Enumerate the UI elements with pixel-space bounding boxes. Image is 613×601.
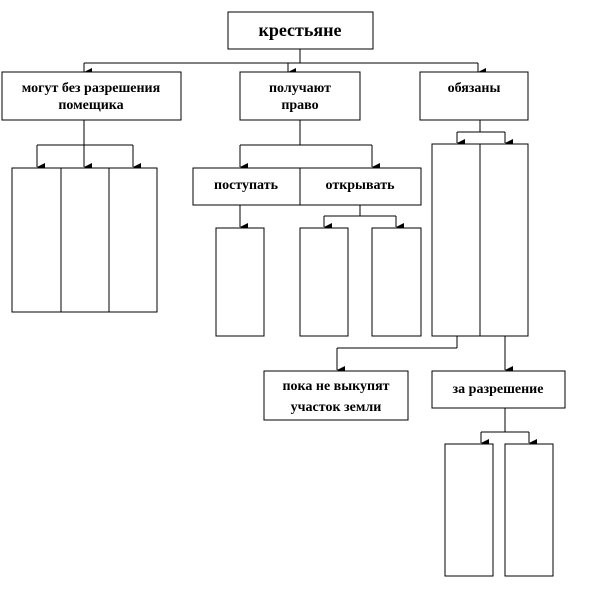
until-label-line-2: участок земли	[291, 400, 382, 415]
permission-column-2	[504, 443, 554, 577]
obliged-box	[419, 71, 529, 121]
open-column-2	[371, 227, 422, 337]
receive-label-line-1: получают	[269, 81, 331, 96]
enter-column	[215, 227, 265, 337]
until-box	[263, 370, 409, 421]
receive-label-line-2: право	[281, 98, 318, 113]
receive-box	[239, 71, 361, 121]
can-box	[1, 71, 182, 121]
root-label: крестьяне	[258, 20, 341, 40]
enter-label: поступать	[214, 178, 279, 193]
root-box	[227, 11, 374, 50]
open-column-1	[299, 227, 349, 337]
permission-label: за разрешение	[453, 382, 544, 397]
can-label-line-1: могут без разрешения	[22, 81, 161, 96]
permission-box	[431, 370, 566, 409]
permission-column-1	[444, 443, 494, 577]
open-label: открывать	[326, 178, 396, 193]
obliged-label: обязаны	[448, 81, 501, 96]
until-label-line-1: пока не выкупят	[282, 379, 389, 394]
can-label-line-2: помещика	[58, 98, 123, 113]
receive-children-box	[192, 167, 422, 206]
can-column-group	[11, 167, 158, 313]
